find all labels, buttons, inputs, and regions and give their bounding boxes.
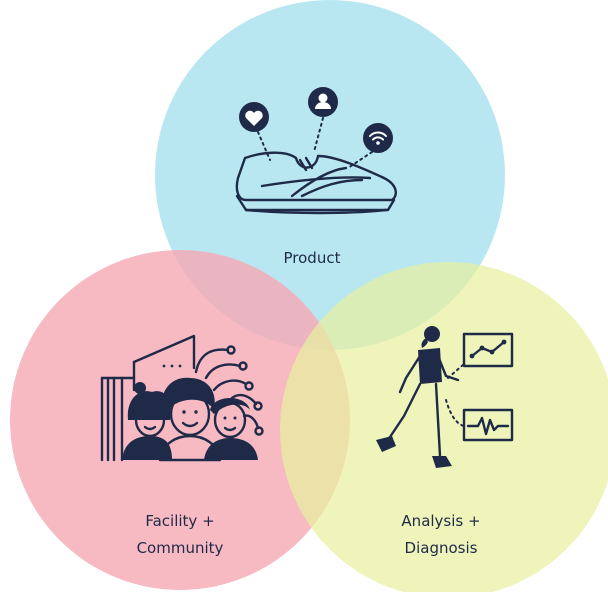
analysis-label-line1: Analysis + xyxy=(401,512,480,530)
running-shoe-icon xyxy=(235,151,397,215)
facility-label-line2: Community xyxy=(137,539,224,557)
analysis-label-line2: Diagnosis xyxy=(405,539,478,557)
heartbeat-graph-icon xyxy=(462,408,514,442)
facility-circle xyxy=(10,250,350,590)
walking-person-icon xyxy=(376,326,460,468)
person-icon xyxy=(308,87,338,117)
people-group-icon xyxy=(122,377,258,462)
network-nodes-icon xyxy=(194,345,264,436)
analysis-circle xyxy=(280,262,608,592)
facility-label-line1: Facility + xyxy=(145,512,214,530)
heart-icon xyxy=(239,102,269,132)
line-graph-icon xyxy=(462,332,514,368)
product-label: Product xyxy=(284,249,341,267)
building-icon xyxy=(100,334,196,462)
wifi-icon xyxy=(363,123,393,153)
